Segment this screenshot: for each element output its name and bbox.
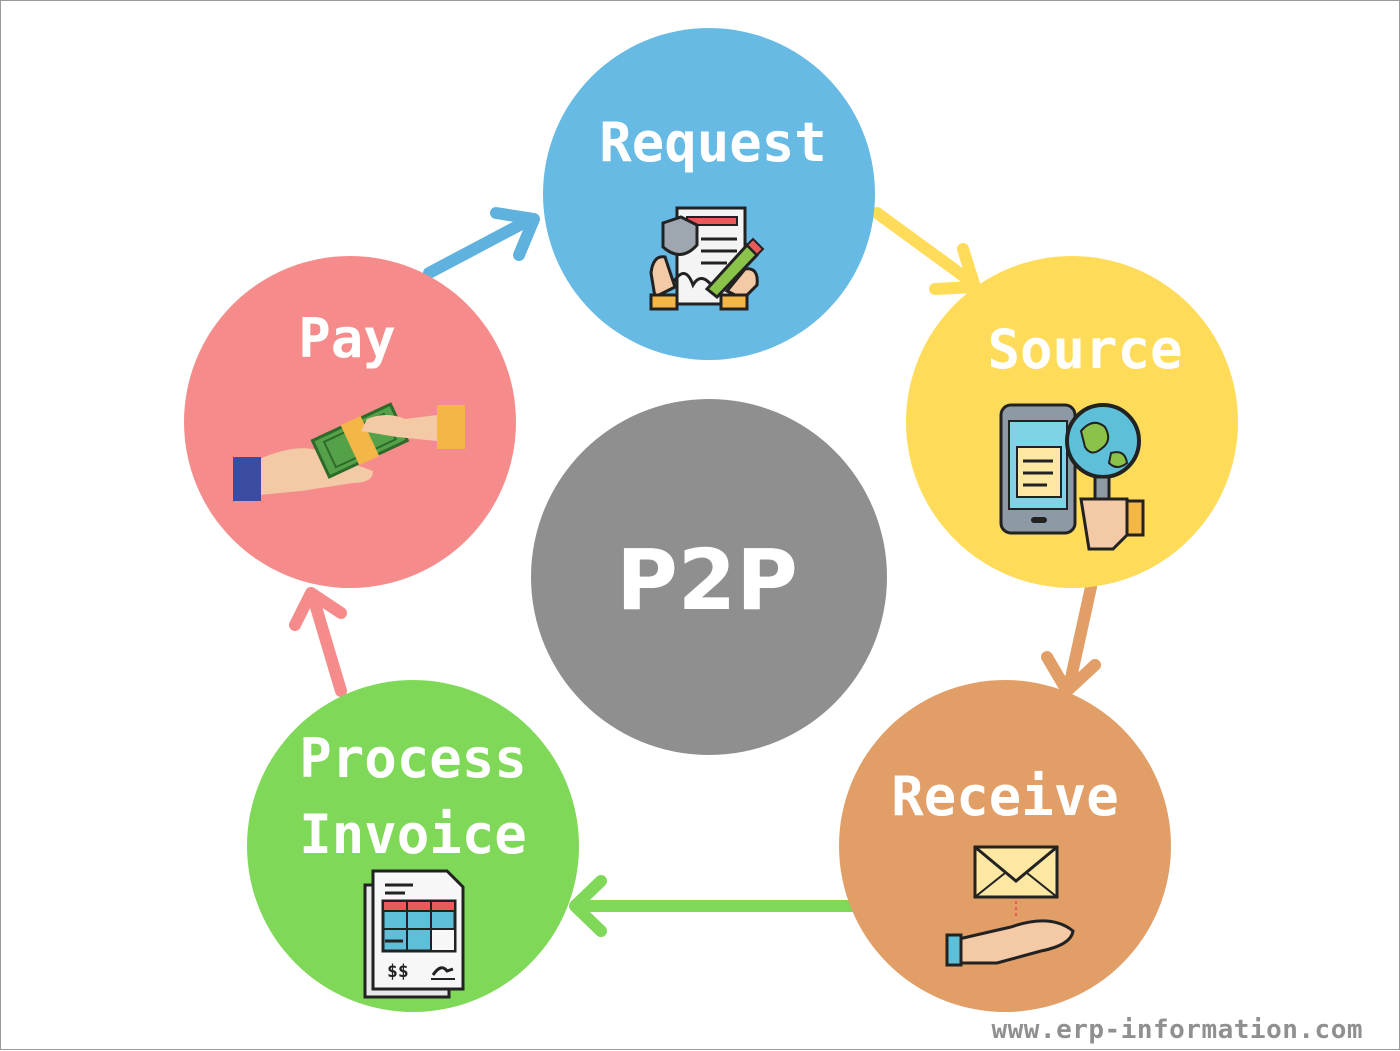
watermark-url: www.erp-information.com	[991, 1015, 1363, 1045]
request-circle	[543, 28, 875, 360]
process-invoice-circle	[247, 680, 579, 1012]
stage-request: Request	[543, 28, 875, 360]
center-label: P2P	[616, 531, 798, 629]
envelope-hand-icon	[945, 845, 1075, 967]
center-circle	[531, 399, 887, 755]
receive-label: Receive	[891, 765, 1119, 828]
invoice-icon: $$	[363, 869, 465, 999]
stage-source: Source	[906, 256, 1238, 588]
arrow-process-invoice-to-pay	[289, 587, 347, 697]
source-label: Source	[987, 318, 1182, 381]
stage-pay: Pay	[184, 256, 516, 588]
svg-text:$$: $$	[387, 961, 409, 982]
arrow-source-to-receive	[1041, 581, 1101, 697]
process-invoice-label-line1: Process	[299, 727, 527, 790]
arrow-pay-to-request	[423, 207, 540, 279]
arrow-request-to-source	[871, 207, 981, 295]
center-node: P2P	[531, 399, 887, 755]
request-label: Request	[599, 111, 827, 174]
arrow-receive-to-process-invoice	[569, 875, 863, 937]
stage-receive: Receive	[839, 680, 1171, 1012]
stage-process-invoice: Process Invoice $$	[247, 680, 579, 1012]
process-invoice-label-line2: Invoice	[299, 803, 527, 866]
money-handoff-icon	[233, 402, 465, 501]
phone-magnifier-icon	[999, 403, 1145, 551]
document-sign-icon	[649, 206, 765, 311]
pay-label: Pay	[298, 307, 396, 370]
